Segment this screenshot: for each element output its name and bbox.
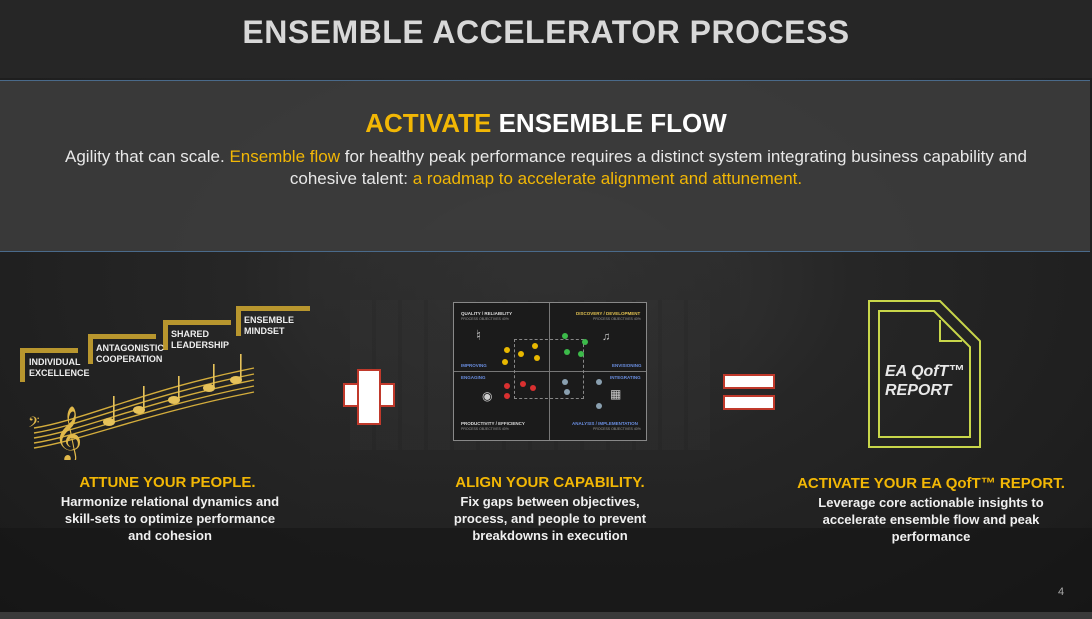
matrix-dashed-box (514, 339, 584, 399)
capability-matrix: QUALITY / RELIABILITY PROCESS OBJECTIVES… (453, 302, 647, 441)
matrix-dot (534, 355, 540, 361)
drum-icon: ◉ (482, 389, 493, 403)
matrix-dot (596, 403, 602, 409)
intro-band (0, 80, 1090, 252)
matrix-divider-h (454, 371, 646, 372)
matrix-dot (578, 351, 584, 357)
attune-description: Harmonize relational dynamics and skill-… (60, 494, 280, 543)
band-description: Agility that can scale. Ensemble flow fo… (60, 146, 1032, 190)
step-label-shared-leadership: SHARED LEADERSHIP (171, 329, 230, 350)
step-riser-3 (163, 320, 168, 350)
matrix-dot (564, 349, 570, 355)
matrix-dot (530, 385, 536, 391)
matrix-dot (502, 359, 508, 365)
report-title-line1: EA QofT™ (885, 363, 965, 380)
band-text-2: Ensemble flow (229, 147, 340, 166)
step-riser-1 (20, 348, 25, 382)
step-bar-2 (88, 334, 156, 339)
step-bar-1 (20, 348, 78, 353)
matrix-dot (582, 339, 588, 345)
matrix-dot (520, 381, 526, 387)
band-title-accent: ACTIVATE (365, 108, 492, 138)
matrix-dot (562, 333, 568, 339)
align-heading: ALIGN YOUR CAPABILITY. (455, 474, 645, 491)
title-bar (0, 0, 1092, 78)
matrix-q3-sub: PROCESS OBJECTIVES 40% (461, 427, 509, 431)
matrix-dot (532, 343, 538, 349)
matrix-q2-sub: PROCESS OBJECTIVES 40% (593, 317, 641, 321)
plus-icon-vertical (357, 369, 381, 425)
matrix-dot (518, 351, 524, 357)
trumpet-icon: ♫ (602, 331, 611, 343)
piano-icon: ▦ (610, 387, 622, 401)
band-title-rest: ENSEMBLE FLOW (498, 108, 727, 138)
step-label-antagonistic-cooperation: ANTAGONISTIC COOPERATION (96, 343, 164, 364)
matrix-dot (504, 383, 510, 389)
music-staff-icon: 𝄞 𝄢 (28, 354, 255, 460)
matrix-q1-label: QUALITY / RELIABILITY (461, 311, 513, 316)
equals-icon-bottom (723, 395, 775, 410)
matrix-dot (504, 393, 510, 399)
activate-description: Leverage core actionable insights to acc… (818, 495, 1044, 544)
step-bar-3 (163, 320, 231, 325)
matrix-q2-label: DISCOVERY / DEVELOPMENT (576, 311, 641, 316)
matrix-q3-label: PRODUCTIVITY / EFFICIENCY (461, 421, 525, 426)
step-bar-4 (236, 306, 310, 311)
report-title-line2: REPORT (885, 382, 952, 399)
band-title: ACTIVATE ENSEMBLE FLOW (0, 108, 1092, 139)
matrix-integrating-label: INTEGRATING (610, 375, 641, 380)
step-riser-4 (236, 306, 241, 336)
violin-icon: ♮ (476, 327, 482, 343)
matrix-envisioning-label: ENVISIONING (612, 363, 642, 368)
band-text-1: Agility that can scale. (65, 147, 225, 166)
matrix-q4-label: ANALYSIS / IMPLEMENTATION (572, 421, 638, 426)
matrix-dot (564, 389, 570, 395)
band-text-3: for healthy peak performance requires a … (289, 147, 1027, 188)
step-label-ensemble-mindset: ENSEMBLE MINDSET (244, 315, 295, 336)
bottom-shade (0, 528, 1092, 612)
matrix-engaging-label: ENGAGING (461, 375, 486, 380)
matrix-dot (504, 347, 510, 353)
equals-icon-top (723, 374, 775, 389)
band-text-4: a roadmap to accelerate alignment and at… (412, 169, 803, 188)
matrix-q1-sub: PROCESS OBJECTIVES 40% (461, 317, 509, 321)
bottom-rule (0, 612, 1092, 619)
align-description: Fix gaps between objectives, process, an… (453, 494, 647, 543)
svg-text:𝄢: 𝄢 (28, 414, 40, 435)
page-number: 4 (1058, 586, 1065, 598)
report-document-icon (868, 300, 981, 448)
matrix-dot (596, 379, 602, 385)
attune-heading: ATTUNE YOUR PEOPLE. (79, 474, 256, 491)
matrix-improving-label: IMPROVING (461, 363, 487, 368)
matrix-dot (562, 379, 568, 385)
matrix-q4-sub: PROCESS OBJECTIVES 40% (593, 427, 641, 431)
svg-text:𝄞: 𝄞 (54, 406, 82, 460)
step-riser-2 (88, 334, 93, 364)
slide-title: ENSEMBLE ACCELERATOR PROCESS (242, 14, 850, 50)
step-label-individual-excellence: INDIVIDUAL EXCELLENCE (29, 357, 90, 378)
activate-heading: ACTIVATE YOUR EA QofT™ REPORT. (797, 475, 1065, 492)
